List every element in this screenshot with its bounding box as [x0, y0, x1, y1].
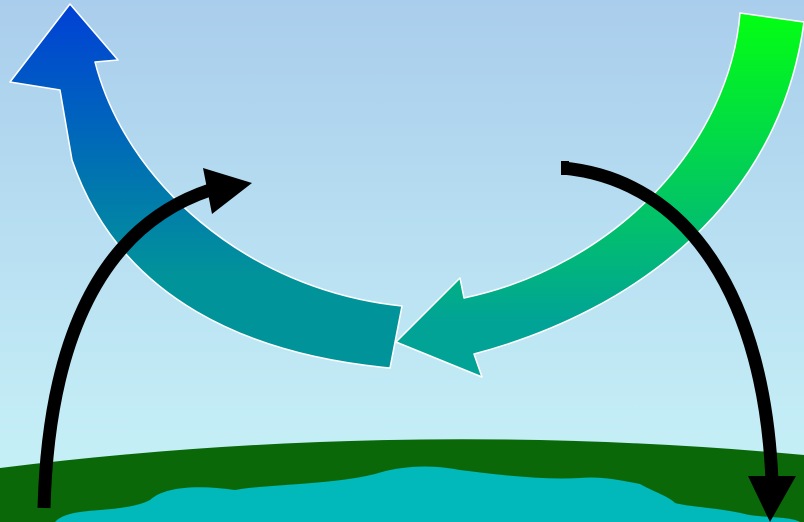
- black-rising-arrow-head: [203, 168, 252, 214]
- teal-to-blue-curved-arrow: [9, 3, 403, 369]
- green-to-teal-curved-arrow: [395, 12, 804, 378]
- black-falling-arrow-shaft: [562, 161, 779, 483]
- black-rising-arrow-shaft: [37, 183, 213, 509]
- black-falling-arrow-head: [748, 476, 796, 522]
- earth-water: [55, 466, 800, 522]
- black-falling-arrow-tail-notch: [561, 161, 569, 175]
